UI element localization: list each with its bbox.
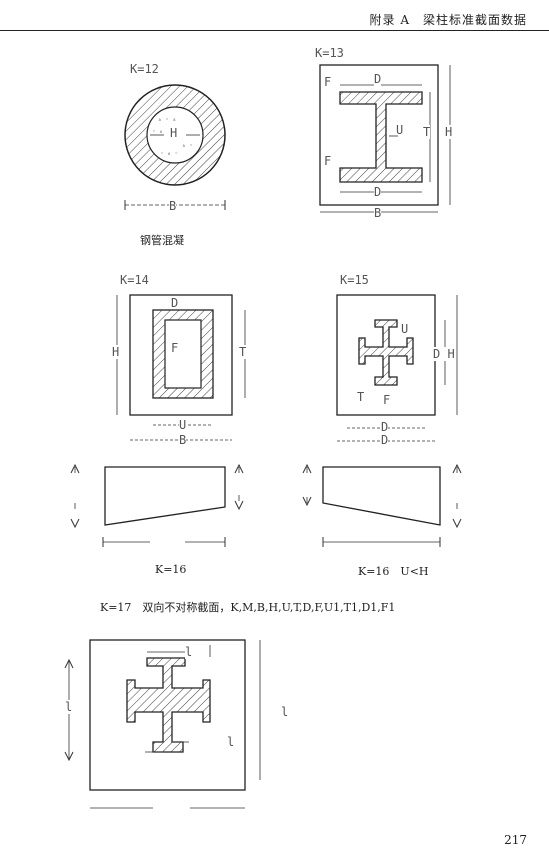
k13-label: K=13 bbox=[315, 46, 344, 60]
k12-drawing: ▵ ◦ ▵ ◦ ▵ ▵ ◦ ◦ ▵ ◦ bbox=[124, 84, 226, 210]
figure-k12: K=12 ▵ ◦ ▵ ◦ ▵ ▵ ◦ ◦ ▵ ◦ H B 钢管混凝 bbox=[100, 55, 280, 250]
k15-t: T bbox=[357, 390, 365, 404]
k14-f: F bbox=[171, 341, 179, 355]
svg-text:◦ ▵: ◦ ▵ bbox=[152, 128, 163, 135]
k17-l4: l bbox=[227, 735, 235, 749]
k16b-caption: K=16 U<H bbox=[358, 565, 429, 578]
k15-drawing bbox=[336, 294, 458, 442]
k14-drawing bbox=[116, 294, 246, 441]
running-header: 附录 A 梁柱标准截面数据 bbox=[0, 0, 549, 40]
k13-h: H bbox=[445, 125, 453, 139]
k16a-caption: K=16 bbox=[155, 563, 187, 576]
figure-k16b: K=16 U<H bbox=[295, 455, 495, 580]
k14-d: D bbox=[171, 296, 179, 310]
k17-l3: l bbox=[281, 705, 289, 719]
k13-b: B bbox=[374, 206, 382, 220]
k12-b-label: B bbox=[169, 199, 177, 213]
k16a-drawing bbox=[70, 463, 244, 547]
k14-label: K=14 bbox=[120, 273, 149, 287]
header-title: 附录 A 梁柱标准截面数据 bbox=[369, 13, 527, 27]
k16b-drawing bbox=[302, 463, 462, 547]
figure-k16a: K=16 bbox=[65, 455, 265, 580]
svg-text:◦ ▵ ◦: ◦ ▵ ◦ bbox=[160, 150, 178, 157]
figure-k15: K=15 U D H T F D D bbox=[325, 265, 495, 450]
k15-label: K=15 bbox=[340, 273, 369, 287]
k13-drawing bbox=[319, 64, 451, 213]
k14-t: T bbox=[239, 345, 247, 359]
k15-d2: D bbox=[381, 433, 389, 447]
figure-k17: l l l l bbox=[55, 630, 305, 830]
figure-k14: K=14 D F H T U B bbox=[105, 265, 275, 450]
k15-u: U bbox=[401, 322, 409, 336]
svg-text:▵ ◦: ▵ ◦ bbox=[182, 142, 193, 149]
k12-caption: 钢管混凝 bbox=[140, 234, 184, 247]
k14-h: H bbox=[112, 345, 120, 359]
k15-dh: D H bbox=[433, 347, 455, 361]
header-rule bbox=[0, 30, 549, 31]
k17-l1: l bbox=[65, 700, 73, 714]
k13-f-top: F bbox=[324, 75, 332, 89]
k17-note: K=17 双向不对称截面，K,M,B,H,U,T,D,F,U1,T1,D1,F1 bbox=[100, 601, 396, 614]
k13-u: U bbox=[396, 123, 404, 137]
k17-l2: l bbox=[185, 645, 193, 659]
k14-u: U bbox=[179, 418, 187, 432]
figure-k13: K=13 D F F U T H D B bbox=[310, 40, 480, 225]
k15-f: F bbox=[383, 393, 391, 407]
k13-d-bot: D bbox=[374, 185, 382, 199]
k13-d-top: D bbox=[374, 72, 382, 86]
k15-d1: D bbox=[381, 420, 389, 434]
svg-text:▵ ◦ ▵: ▵ ◦ ▵ bbox=[158, 116, 176, 123]
k17-drawing bbox=[64, 639, 261, 809]
k14-b: B bbox=[179, 433, 187, 447]
k13-t: T bbox=[423, 125, 431, 139]
k13-f-bot: F bbox=[324, 154, 332, 168]
k12-label: K=12 bbox=[130, 62, 159, 76]
page-number: 217 bbox=[504, 833, 527, 847]
k12-h-label: H bbox=[170, 126, 178, 140]
